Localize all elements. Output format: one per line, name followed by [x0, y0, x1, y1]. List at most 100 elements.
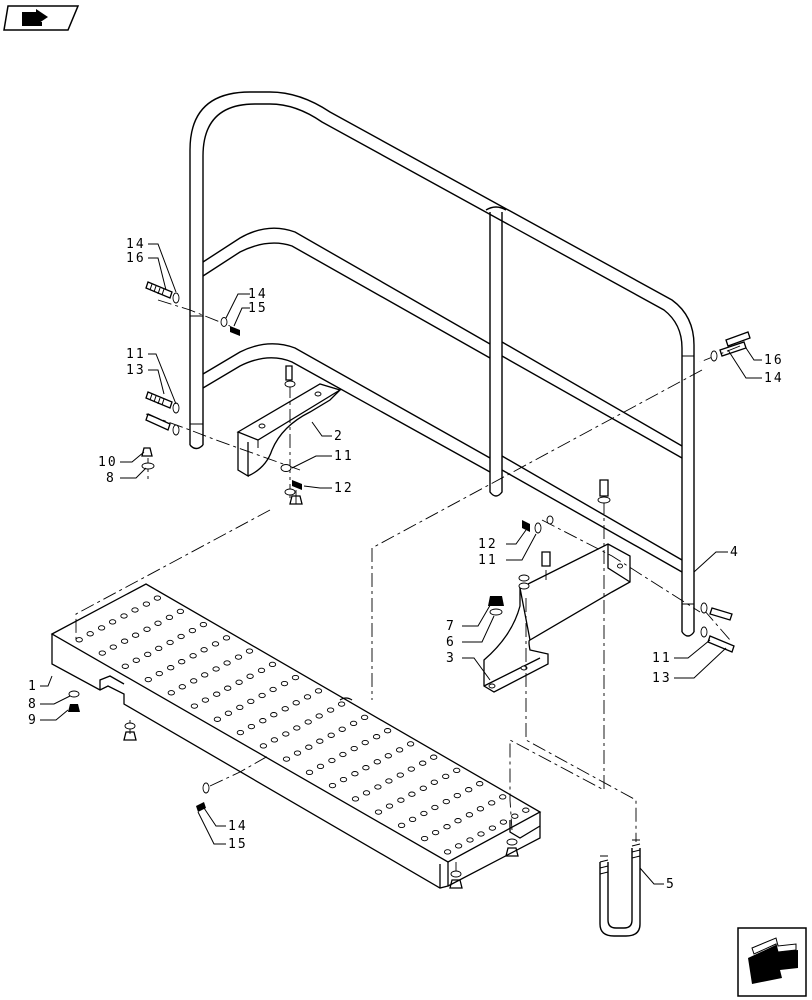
- perforation-hole: [443, 824, 451, 830]
- perforation-hole: [442, 798, 450, 805]
- perforation-hole: [442, 773, 450, 780]
- leader-lines: [40, 243, 762, 885]
- perforation-hole: [374, 809, 383, 815]
- callout-13-lower-right: 13: [652, 671, 672, 686]
- perforation-hole: [326, 707, 335, 713]
- perforation-hole: [453, 767, 461, 774]
- perforation-hole: [98, 650, 106, 656]
- perforation-hole: [245, 648, 254, 654]
- callout-5: 5: [666, 877, 676, 892]
- perforation-hole: [466, 837, 474, 843]
- perforation-hole: [281, 706, 289, 712]
- callout-13-lower-left: 13: [126, 363, 146, 378]
- perforation-hole: [395, 747, 404, 753]
- callout-11-bracket-right: 11: [478, 553, 498, 568]
- perforation-hole: [188, 627, 197, 634]
- perforation-hole: [419, 760, 427, 766]
- perforation-hole: [430, 779, 438, 785]
- perforation-hole: [211, 641, 220, 647]
- perforation-hole: [178, 684, 186, 690]
- next-page-arrow-icon[interactable]: [737, 927, 807, 997]
- callout-1: 1: [28, 679, 38, 694]
- perforation-hole: [465, 812, 474, 818]
- perforation-hole: [305, 769, 314, 776]
- perforation-hole: [408, 791, 416, 797]
- perforation-hole: [257, 667, 266, 674]
- perforation-hole: [408, 816, 417, 823]
- u-bolt: [599, 839, 641, 937]
- perforation-hole: [383, 728, 392, 734]
- perforation-hole: [167, 690, 175, 696]
- perforation-hole: [499, 819, 508, 825]
- perforation-hole: [420, 835, 429, 842]
- callout-labels: 14 16 14 15 11 13 10 8 2 11 12 16 14 12 …: [28, 237, 782, 892]
- perforation-hole: [270, 737, 279, 743]
- perforation-hole: [292, 700, 300, 706]
- perforation-hole: [246, 673, 254, 679]
- callout-2: 2: [334, 429, 344, 444]
- perforation-hole: [268, 661, 277, 668]
- perforation-hole: [349, 720, 358, 727]
- perforation-hole: [327, 732, 335, 738]
- perforation-hole: [165, 614, 174, 621]
- perforation-hole: [477, 831, 485, 837]
- callout-11-lower-left: 11: [126, 347, 146, 362]
- perforation-hole: [351, 771, 359, 777]
- perforation-hole: [420, 810, 428, 817]
- perforation-hole: [385, 778, 393, 784]
- book-arrow-icon[interactable]: [3, 5, 80, 31]
- perforation-hole: [374, 784, 382, 790]
- perforation-hole: [293, 750, 302, 756]
- perforation-hole: [291, 674, 300, 681]
- perforation-hole: [328, 757, 336, 764]
- perforation-hole: [223, 660, 231, 666]
- callout-11-bracket-left: 11: [334, 449, 354, 464]
- perforation-hole: [476, 806, 485, 812]
- callout-15-post-left: 15: [248, 301, 268, 316]
- perforation-hole: [178, 659, 186, 665]
- perforation-hole: [190, 678, 198, 684]
- perforation-hole: [258, 692, 266, 699]
- callout-16-upper-left: 16: [126, 251, 146, 266]
- perforation-hole: [167, 665, 175, 671]
- perforation-hole: [328, 782, 337, 789]
- perforation-hole: [362, 790, 371, 796]
- callout-14-step: 14: [228, 819, 248, 834]
- perforation-hole: [155, 645, 163, 652]
- perforation-hole: [176, 608, 185, 615]
- perforation-hole: [235, 679, 243, 685]
- perforation-hole: [431, 804, 439, 811]
- perforation-hole: [373, 759, 381, 765]
- perforation-hole: [166, 639, 174, 646]
- handrail: [189, 91, 695, 637]
- perforation-hole: [338, 726, 346, 732]
- perforation-hole: [236, 704, 244, 711]
- perforation-hole: [144, 676, 152, 683]
- perforation-hole: [372, 734, 381, 740]
- perforation-hole: [431, 829, 440, 836]
- perforation-hole: [108, 619, 117, 625]
- perforation-hole: [213, 716, 222, 722]
- perforation-hole: [189, 653, 197, 659]
- perforation-hole: [315, 713, 323, 719]
- perforation-hole: [177, 633, 185, 640]
- perforation-hole: [339, 776, 348, 783]
- perforation-hole: [280, 680, 289, 687]
- perforation-hole: [132, 657, 140, 663]
- perforation-hole: [97, 625, 106, 631]
- perforation-hole: [143, 626, 151, 632]
- perforation-hole: [190, 703, 199, 709]
- perforation-hole: [154, 620, 162, 626]
- perforation-hole: [303, 694, 312, 700]
- perforation-hole: [282, 756, 291, 762]
- perforation-hole: [522, 807, 530, 813]
- perforation-hole: [293, 725, 301, 731]
- perforation-hole: [120, 638, 129, 644]
- callout-8-lower: 8: [28, 697, 38, 712]
- perforation-hole: [453, 792, 461, 799]
- perforation-hole: [454, 843, 463, 849]
- perforation-hole: [247, 698, 255, 705]
- callout-12-bracket-right: 12: [478, 537, 498, 552]
- perforation-hole: [384, 753, 392, 759]
- perforation-hole: [131, 632, 140, 638]
